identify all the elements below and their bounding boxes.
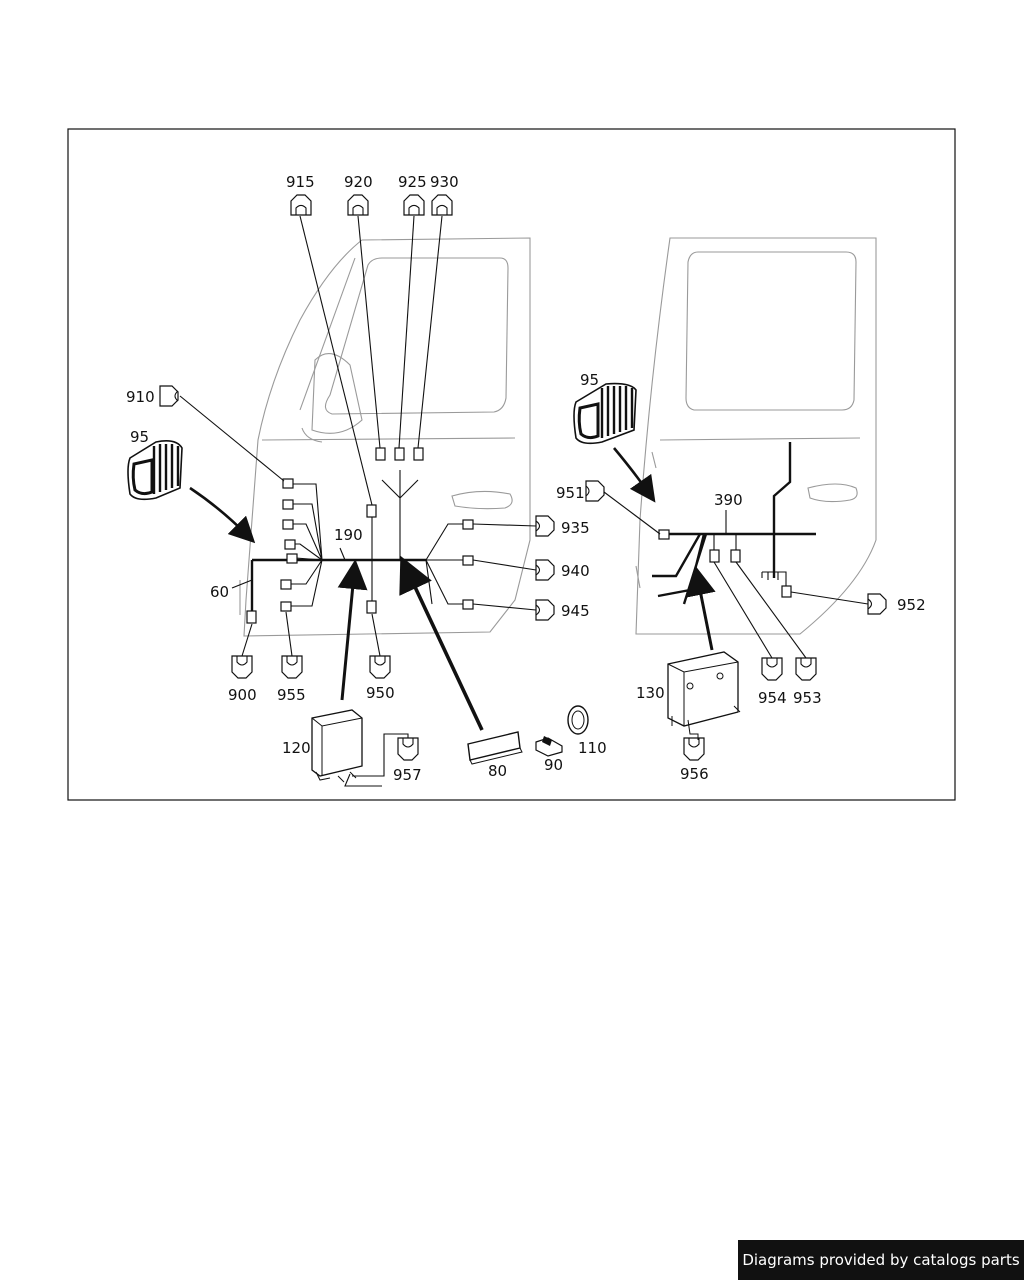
grommet-95-front [127, 440, 183, 501]
label-90: 90 [544, 756, 563, 774]
label-390: 390 [714, 491, 743, 509]
connector-957 [397, 737, 419, 761]
label-95-rear: 95 [580, 371, 599, 389]
connector-930 [431, 194, 453, 216]
label-945: 945 [561, 602, 590, 620]
connector-954 [761, 657, 783, 681]
label-955: 955 [277, 686, 306, 704]
diagram-border [67, 128, 956, 801]
rear-harness [652, 442, 816, 605]
label-951: 951 [556, 484, 585, 502]
front-door-outline [239, 237, 531, 637]
front-harness [246, 447, 474, 624]
connector-910 [159, 385, 179, 407]
connector-950 [369, 655, 391, 679]
label-120: 120 [282, 739, 311, 757]
connector-956 [683, 737, 705, 761]
label-956: 956 [680, 765, 709, 783]
connector-945 [535, 599, 555, 621]
assembly-arrows [189, 447, 716, 731]
label-95-front: 95 [130, 428, 149, 446]
connector-955 [281, 655, 303, 679]
label-920: 920 [344, 173, 373, 191]
connector-951 [585, 480, 605, 502]
control-unit-120 [311, 709, 363, 783]
label-130: 130 [636, 684, 665, 702]
label-925: 925 [398, 173, 427, 191]
label-110: 110 [578, 739, 607, 757]
label-80: 80 [488, 762, 507, 780]
clip-90 [535, 736, 563, 757]
label-900: 900 [228, 686, 257, 704]
connector-915 [290, 194, 312, 216]
connector-952 [867, 593, 887, 615]
control-unit-130 [667, 651, 741, 740]
connector-925 [403, 194, 425, 216]
label-190: 190 [334, 526, 363, 544]
credit-badge: Diagrams provided by catalogs parts [738, 1240, 1024, 1280]
connector-symbols [159, 194, 887, 761]
label-935: 935 [561, 519, 590, 537]
label-952: 952 [897, 596, 926, 614]
connector-920 [347, 194, 369, 216]
rear-door-outline [635, 237, 877, 635]
label-957: 957 [393, 766, 422, 784]
connector-935 [535, 515, 555, 537]
label-950: 950 [366, 684, 395, 702]
label-940: 940 [561, 562, 590, 580]
label-954: 954 [758, 689, 787, 707]
connector-953 [795, 657, 817, 681]
grommet-95-rear [573, 382, 637, 445]
label-953: 953 [793, 689, 822, 707]
label-930: 930 [430, 173, 459, 191]
trim-strip-80 [467, 731, 523, 765]
connector-900 [231, 655, 253, 679]
leader-lines [179, 215, 869, 787]
label-915: 915 [286, 173, 315, 191]
grommet-110 [567, 705, 589, 735]
label-60: 60 [210, 583, 229, 601]
connector-940 [535, 559, 555, 581]
label-910: 910 [126, 388, 155, 406]
part-labels: 915 920 925 930 910 95 95 951 390 190 60… [126, 173, 926, 784]
